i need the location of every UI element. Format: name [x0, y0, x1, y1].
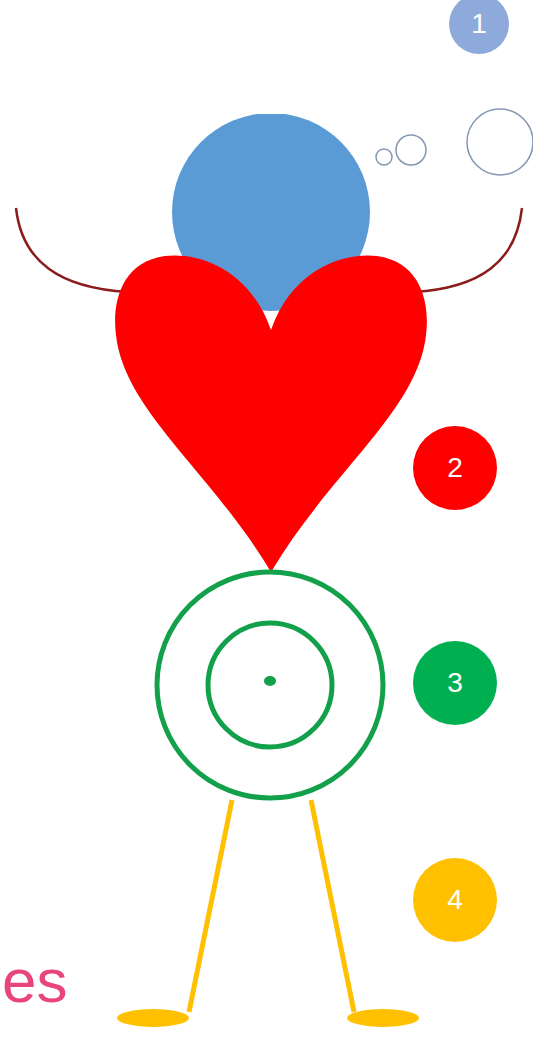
callout-circle-fill [449, 0, 509, 54]
callout-number: 3 [413, 641, 497, 725]
callout-number: 2 [413, 426, 497, 510]
right-arm [414, 208, 522, 292]
callout-number: 4 [413, 858, 497, 942]
callout-circle-fill [413, 426, 497, 510]
thought-bubble [396, 135, 426, 165]
target-dot [264, 676, 276, 686]
callout-number-text: 1 [471, 10, 487, 38]
target-ring [157, 572, 383, 798]
left-leg [189, 800, 232, 1012]
left-arm [16, 208, 128, 292]
callout-number-text: 2 [447, 454, 463, 482]
heart-torso [115, 255, 427, 572]
thought-bubble [376, 149, 392, 165]
right-foot [347, 1009, 419, 1027]
callout-number: 1 [449, 0, 509, 54]
callout-circle-fill [413, 858, 497, 942]
callout-number-text: 3 [447, 669, 463, 697]
logo-text: es [2, 950, 67, 1012]
thought-bubble [467, 109, 533, 175]
left-foot [117, 1009, 189, 1027]
callout-number-text: 4 [447, 886, 463, 914]
target-ring [208, 623, 332, 747]
right-leg [311, 800, 354, 1012]
callout-circle-fill [413, 641, 497, 725]
